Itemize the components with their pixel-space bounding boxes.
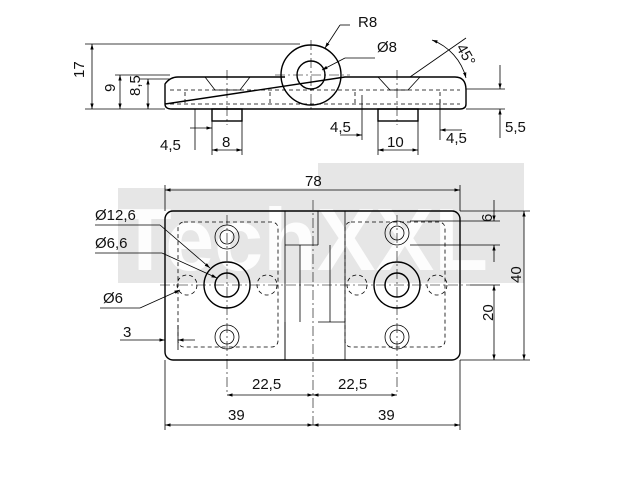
label-5-5: 5,5 bbox=[505, 119, 526, 136]
side-view bbox=[85, 24, 505, 155]
label-d8: Ø8 bbox=[377, 39, 397, 56]
label-8: 8 bbox=[222, 134, 230, 151]
label-4-5-middle: 4,5 bbox=[330, 119, 351, 136]
label-d6-6: Ø6,6 bbox=[95, 235, 128, 252]
label-39-left: 39 bbox=[228, 407, 245, 424]
label-78: 78 bbox=[305, 173, 322, 190]
label-20: 20 bbox=[480, 304, 497, 321]
label-39-right: 39 bbox=[378, 407, 395, 424]
label-17: 17 bbox=[71, 61, 88, 78]
label-4-5-left: 4,5 bbox=[160, 137, 181, 154]
plan-view bbox=[95, 185, 530, 430]
label-22-5-left: 22,5 bbox=[252, 376, 281, 393]
label-d12-6: Ø12,6 bbox=[95, 207, 136, 224]
label-3: 3 bbox=[123, 324, 131, 341]
label-9: 9 bbox=[102, 84, 119, 92]
watermark-text: TechXXL bbox=[118, 190, 488, 289]
label-6: 6 bbox=[479, 214, 496, 222]
label-8-5: 8,5 bbox=[127, 75, 144, 96]
label-10: 10 bbox=[387, 134, 404, 151]
label-r8: R8 bbox=[358, 14, 377, 31]
dimension-labels: R8 Ø8 45° 17 9 8,5 4,5 8 4,5 10 4,5 5,5 … bbox=[71, 14, 526, 424]
label-40: 40 bbox=[508, 266, 525, 283]
label-4-5-right: 4,5 bbox=[446, 130, 467, 147]
label-22-5-right: 22,5 bbox=[338, 376, 367, 393]
label-d6: Ø6 bbox=[103, 290, 123, 307]
